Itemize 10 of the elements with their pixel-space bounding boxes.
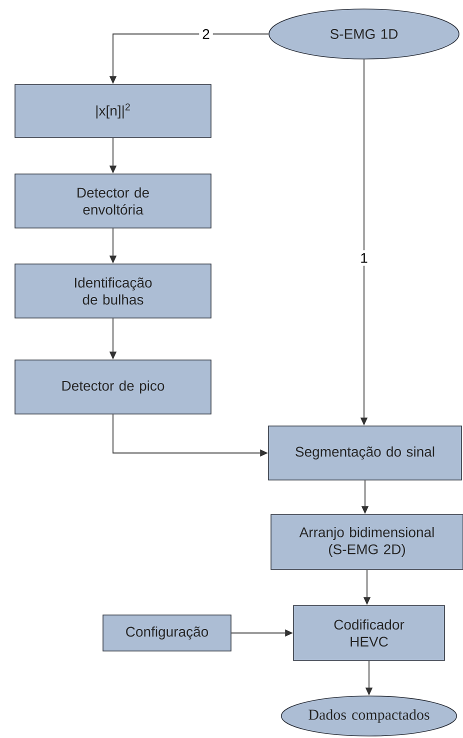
process-box: Detector de envoltória — [14, 174, 212, 228]
process-box: Detector de pico — [14, 360, 212, 414]
process-box: Identificação de bulhas — [14, 264, 212, 318]
edge-label: 2 — [199, 26, 213, 42]
process-box: Codificador HEVC — [293, 605, 445, 661]
process-box: |x[n]|$^{2}$ — [14, 84, 212, 138]
process-box: Configuração — [102, 614, 232, 652]
process-box: Arranjo bidimensional (S-EMG 2D) — [270, 514, 463, 570]
edge-label: 1 — [357, 250, 371, 266]
process-box: Segmentação do sinal — [268, 426, 462, 480]
